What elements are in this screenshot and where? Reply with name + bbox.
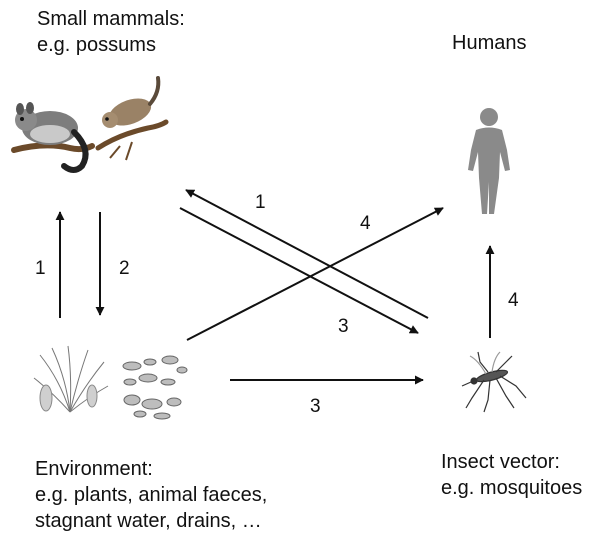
human-icon — [468, 108, 510, 214]
arrow-vector-to-mammals — [186, 190, 428, 318]
possum-icon-2 — [98, 78, 166, 160]
plant-icon — [34, 346, 108, 412]
possum-icon — [14, 102, 92, 170]
mosquito-icon — [462, 352, 526, 412]
faeces-icon — [123, 356, 187, 419]
arrow-env-to-humans — [187, 208, 443, 340]
arrow-mammals-to-vector — [180, 208, 418, 333]
